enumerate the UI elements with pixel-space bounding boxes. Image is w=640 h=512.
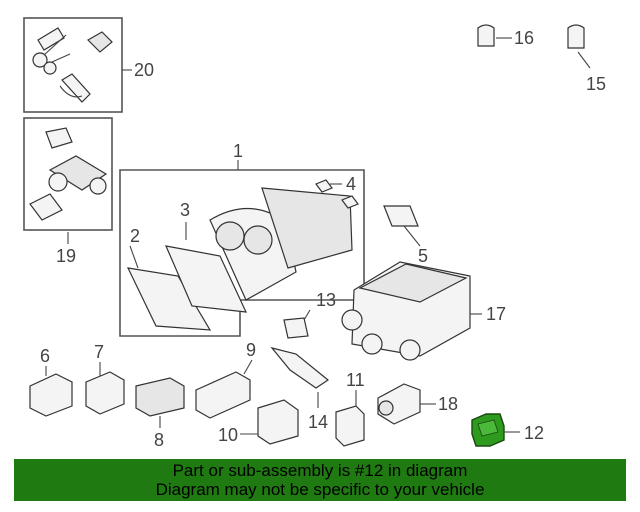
callout-14: 14 xyxy=(308,412,328,432)
callout-3: 3 xyxy=(180,200,190,220)
callout-7: 7 xyxy=(94,342,104,362)
callout-10: 10 xyxy=(218,425,238,445)
part-19-ignition-switch[interactable] xyxy=(23,117,113,244)
callout-11: 11 xyxy=(346,370,365,390)
callout-18: 18 xyxy=(438,394,458,414)
callout-16: 16 xyxy=(514,28,534,48)
part-15-bulb-socket[interactable] xyxy=(567,24,591,69)
part-1-instrument-cluster-group[interactable] xyxy=(119,160,365,337)
part-12-highlighted-switch[interactable] xyxy=(471,413,520,447)
info-banner: Part or sub-assembly is #12 in diagram D… xyxy=(14,459,626,501)
part-8-switch[interactable] xyxy=(135,377,185,428)
callout-13: 13 xyxy=(316,290,336,310)
part-14-bracket[interactable] xyxy=(270,346,330,408)
callout-2: 2 xyxy=(130,226,140,246)
callout-9: 9 xyxy=(246,340,256,360)
callout-5: 5 xyxy=(418,246,428,266)
callout-17: 17 xyxy=(486,304,506,324)
callout-6: 6 xyxy=(40,346,50,366)
part-16-bulb-socket[interactable] xyxy=(477,24,512,47)
part-17-climate-control[interactable] xyxy=(341,261,482,361)
part-18-knob-assembly[interactable] xyxy=(377,383,436,425)
callout-20: 20 xyxy=(134,60,154,80)
part-7-switch[interactable] xyxy=(85,362,125,415)
part-5-clip[interactable] xyxy=(383,205,421,247)
part-9-switch-panel[interactable] xyxy=(195,359,253,419)
part-10-switch[interactable] xyxy=(240,399,299,445)
callout-1: 1 xyxy=(233,141,243,161)
banner-line-2: Diagram may not be specific to your vehi… xyxy=(155,480,485,499)
part-6-switch[interactable] xyxy=(29,366,73,417)
part-13-switch[interactable] xyxy=(283,309,311,339)
callout-8: 8 xyxy=(154,430,164,450)
part-4-bulb[interactable] xyxy=(315,179,359,209)
callout-15: 15 xyxy=(586,74,606,94)
callout-4: 4 xyxy=(346,174,356,194)
callout-19: 19 xyxy=(56,246,76,266)
callout-12: 12 xyxy=(524,423,544,443)
part-20-key-set[interactable] xyxy=(23,17,132,113)
part-11-switch[interactable] xyxy=(335,390,365,447)
banner-line-1: Part or sub-assembly is #12 in diagram xyxy=(172,461,468,480)
